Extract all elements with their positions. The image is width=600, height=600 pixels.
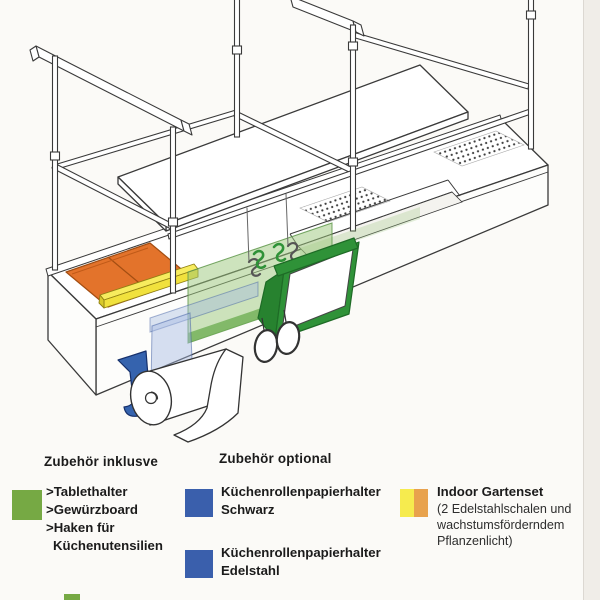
legend-entry-indoor-gartenset: Indoor Gartenset (2 Edelstahlschalen und… bbox=[437, 483, 571, 549]
entry-line: Edelstahl bbox=[221, 563, 280, 578]
perforated-mats bbox=[299, 130, 525, 223]
entry-line: Schwarz bbox=[221, 502, 275, 517]
legend-entry-papierhalter-schwarz: Küchenrollenpapierhalter Schwarz bbox=[221, 483, 381, 519]
hanging-rings bbox=[253, 309, 301, 363]
indoor-gartenset-swatch bbox=[400, 489, 428, 517]
included-swatch bbox=[12, 490, 42, 520]
legend-item-gewuerzboard: >Gewürzboard bbox=[46, 502, 138, 517]
legend-item-tablethalter: >Tablethalter bbox=[46, 484, 128, 499]
tablet-holder bbox=[257, 237, 360, 341]
scan-page-edge bbox=[583, 0, 600, 600]
optional-swatch-edelstahl bbox=[185, 550, 213, 578]
legend-entry-papierhalter-edelstahl: Küchenrollenpapierhalter Edelstahl bbox=[221, 544, 381, 580]
kitchen-workbench-illustration bbox=[29, 0, 549, 443]
paper-roll-holder bbox=[117, 348, 244, 443]
entry-line: Küchenrollenpapierhalter bbox=[221, 484, 381, 499]
frame-posts bbox=[49, 0, 537, 294]
legend-included-items: >Tablethalter >Gewürzboard >Haken für Kü… bbox=[46, 483, 163, 555]
legend-item-haken-wrap: Küchenutensilien bbox=[53, 538, 163, 553]
indoor-desc-1: (2 Edelstahlschalen und bbox=[437, 502, 572, 516]
optional-swatch-schwarz bbox=[185, 489, 213, 517]
legend-optional-heading: Zubehör optional bbox=[219, 451, 332, 466]
legend-included-heading: Zubehör inklusve bbox=[44, 454, 159, 469]
legend-item-haken: >Haken für bbox=[46, 520, 115, 535]
entry-line: Küchenrollenpapierhalter bbox=[221, 545, 381, 560]
cropped-bottom-swatch bbox=[64, 594, 80, 600]
indoor-desc-2: wachstumsförderndem bbox=[437, 518, 565, 532]
indoor-desc-3: Pflanzenlicht) bbox=[437, 534, 513, 548]
indoor-title: Indoor Gartenset bbox=[437, 484, 544, 499]
